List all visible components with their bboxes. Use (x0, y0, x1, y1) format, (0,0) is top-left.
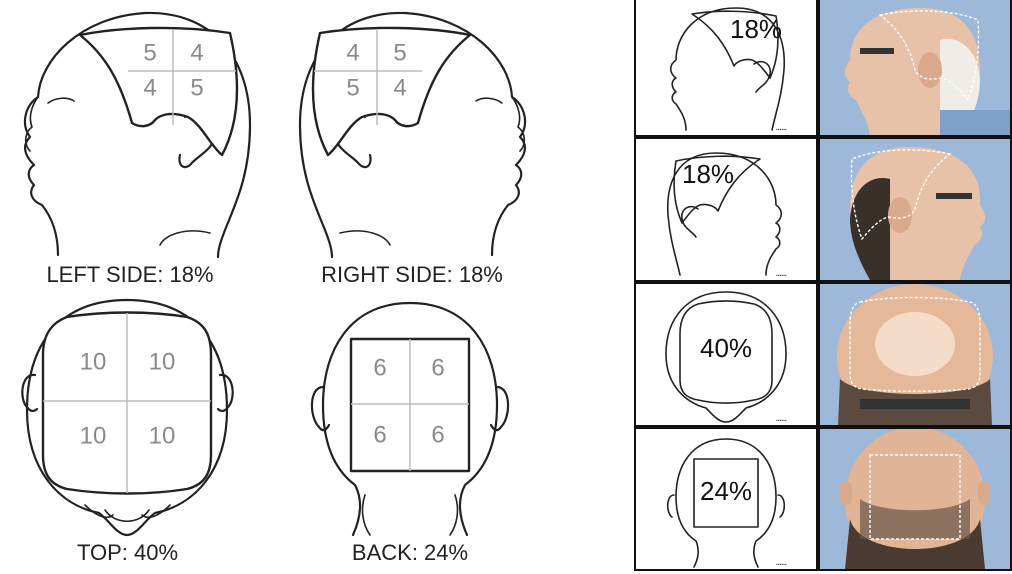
svg-text:▪▪▪▪▪▪: ▪▪▪▪▪▪ (776, 273, 787, 279)
photo-left-profile (820, 0, 1010, 135)
right-side-head-illustration: 4 5 5 4 (280, 5, 540, 260)
photo-right-profile (820, 139, 1010, 280)
left-cell-1: 5 (143, 39, 156, 66)
photo-top (820, 284, 1010, 425)
right-cell-4: 4 (393, 74, 406, 101)
back-caption: BACK: 24% (330, 540, 490, 566)
sketch-label-1: 18% (730, 14, 782, 44)
right-side-hair-region (313, 28, 470, 155)
photo-row-back: 24% ▪▪▪▪▪▪ (634, 429, 1012, 571)
top-cell-4: 10 (149, 422, 176, 449)
right-cell-3: 5 (346, 74, 359, 101)
left-cell-2: 4 (190, 39, 203, 66)
top-cell-1: 10 (80, 348, 107, 375)
sketch-label-3: 40% (700, 333, 752, 363)
photo-panel: 18% ▪▪▪▪▪▪ 1 (634, 0, 1012, 571)
left-cell-3: 4 (143, 74, 156, 101)
back-cell-2: 6 (431, 354, 444, 381)
top-caption: TOP: 40% (40, 540, 215, 566)
back-cell-3: 6 (373, 421, 386, 448)
sketch-label-2: 18% (682, 159, 734, 189)
photo-row-top: 40% ▪▪▪▪▪▪ (634, 284, 1012, 427)
photo-back (820, 429, 1010, 569)
top-cell-3: 10 (80, 422, 107, 449)
sketch-label-4: 24% (700, 476, 752, 506)
top-diagram: 10 10 10 10 (15, 295, 240, 540)
svg-text:▪▪▪▪▪▪: ▪▪▪▪▪▪ (776, 127, 787, 133)
top-cell-2: 10 (149, 348, 176, 375)
right-cell-2: 5 (393, 39, 406, 66)
left-side-diagram: 5 4 4 5 (10, 5, 270, 260)
left-side-head-illustration: 5 4 4 5 (10, 5, 270, 260)
back-head-illustration: 6 6 6 6 (305, 295, 515, 540)
photo-row-right-profile: 18% ▪▪▪▪▪▪ (634, 139, 1012, 282)
sketch-left-profile: 18% ▪▪▪▪▪▪ (636, 0, 816, 135)
right-side-caption: RIGHT SIDE: 18% (307, 262, 517, 288)
back-diagram: 6 6 6 6 (305, 295, 515, 540)
right-side-diagram: 4 5 5 4 (280, 5, 540, 260)
sketch-back: 24% ▪▪▪▪▪▪ (636, 429, 816, 569)
sketch-right-profile: 18% ▪▪▪▪▪▪ (636, 139, 816, 280)
back-cell-4: 6 (431, 421, 444, 448)
photo-row-left-profile: 18% ▪▪▪▪▪▪ (634, 0, 1012, 137)
svg-text:▪▪▪▪▪▪: ▪▪▪▪▪▪ (776, 418, 787, 424)
sketch-top: 40% ▪▪▪▪▪▪ (636, 284, 816, 425)
left-side-caption: LEFT SIDE: 18% (30, 262, 230, 288)
top-head-illustration: 10 10 10 10 (15, 295, 240, 540)
left-side-hair-region (80, 28, 237, 155)
left-cell-4: 5 (190, 74, 203, 101)
right-cell-1: 4 (346, 39, 359, 66)
svg-text:▪▪▪▪▪▪: ▪▪▪▪▪▪ (776, 562, 787, 568)
back-cell-1: 6 (373, 354, 386, 381)
